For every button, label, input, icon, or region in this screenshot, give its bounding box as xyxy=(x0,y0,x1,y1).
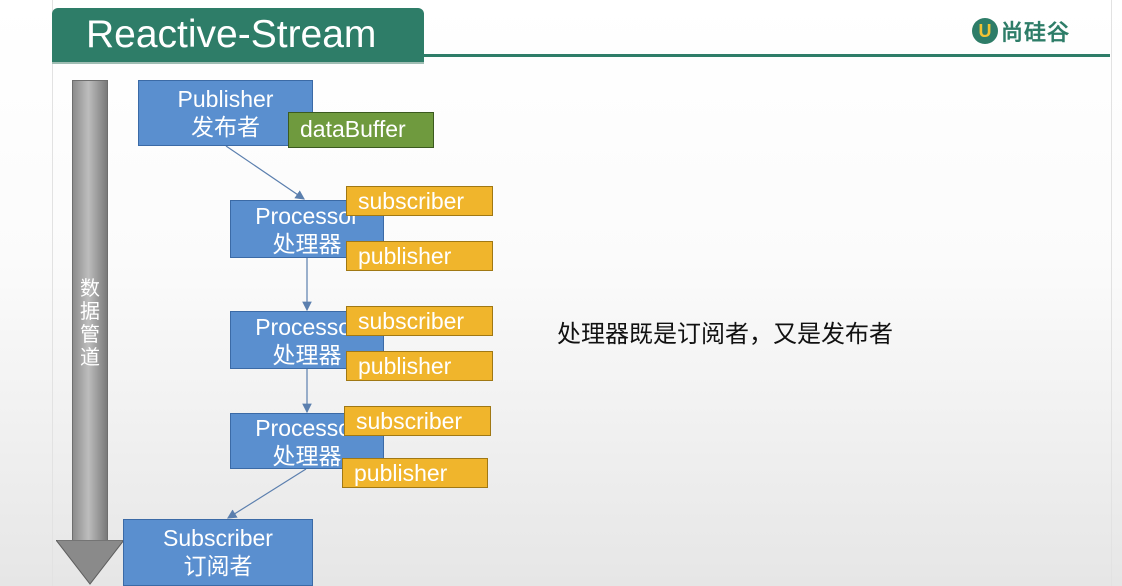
subscriber-label: Subscriber xyxy=(163,525,273,551)
subscriber-tag: subscriber xyxy=(346,186,493,216)
shangguigu-logo-icon: U xyxy=(972,18,998,44)
processor-label: Processor xyxy=(255,314,359,340)
processor-label: Processor xyxy=(255,415,359,441)
publisher-label-cn: 发布者 xyxy=(191,114,260,140)
publisher-tag: publisher xyxy=(346,241,493,271)
data-buffer-tag: dataBuffer xyxy=(288,112,434,148)
subscriber-node: Subscriber 订阅者 xyxy=(123,519,313,586)
logo: U 尚硅谷 xyxy=(972,14,1070,48)
slide-frame xyxy=(52,0,1112,586)
processor-label-cn: 处理器 xyxy=(272,443,342,469)
data-pipe-label: 数据管道 xyxy=(80,278,100,369)
logo-text: 尚硅谷 xyxy=(1001,20,1071,45)
publisher-tag: publisher xyxy=(346,351,493,381)
arrow-down-icon xyxy=(56,540,124,585)
subscriber-tag: subscriber xyxy=(346,306,493,336)
processor-label-cn: 处理器 xyxy=(272,231,342,257)
data-pipe-arrow-shaft xyxy=(72,80,108,544)
processor-label: Processor xyxy=(255,203,359,229)
subscriber-tag: subscriber xyxy=(344,406,491,436)
processor-label-cn: 处理器 xyxy=(272,342,342,368)
publisher-node: Publisher 发布者 xyxy=(138,80,313,146)
title-rule xyxy=(424,54,1110,57)
slide-title: Reactive-Stream xyxy=(86,13,377,56)
publisher-label: Publisher xyxy=(177,86,274,112)
title-tab xyxy=(52,8,424,62)
connector-processor3-subscriber xyxy=(226,468,307,519)
subscriber-label-cn: 订阅者 xyxy=(183,553,253,579)
connector-publisher-processor1 xyxy=(225,145,305,200)
processor-role-note: 处理器既是订阅者，又是发布者 xyxy=(557,321,893,348)
publisher-tag: publisher xyxy=(342,458,488,488)
